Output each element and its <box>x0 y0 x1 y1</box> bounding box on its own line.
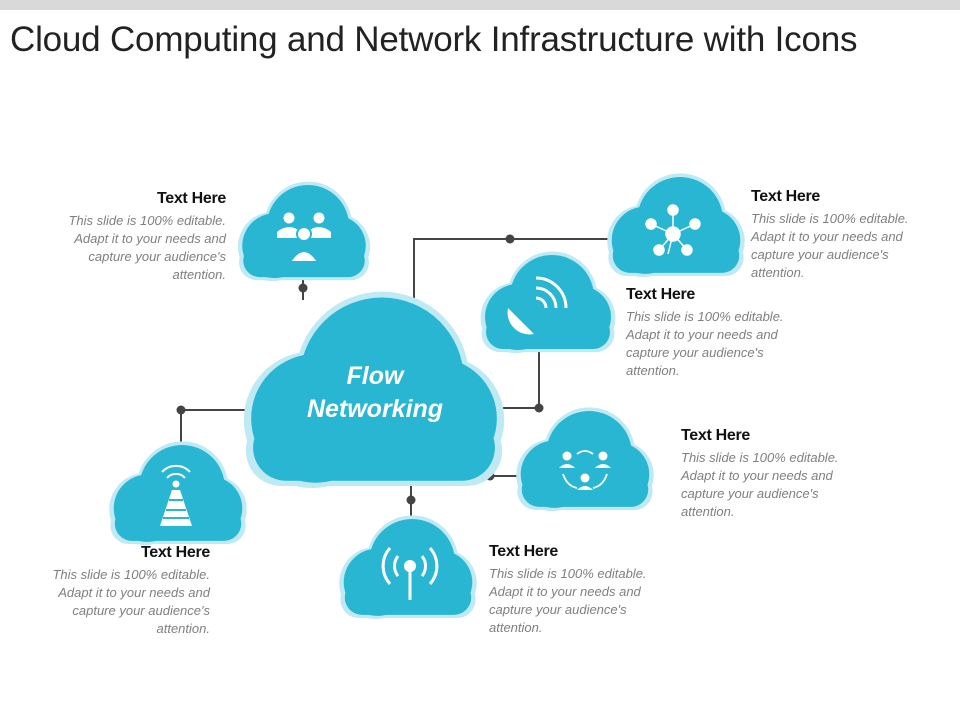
block-heading: Text Here <box>626 286 696 303</box>
text-block-lower-right: Text Here This slide is 100% editable. A… <box>681 427 851 521</box>
text-block-bottom-left: Text Here This slide is 100% editable. A… <box>30 544 210 638</box>
block-heading: Text Here <box>140 544 210 561</box>
block-body: This slide is 100% editable. Adapt it to… <box>489 566 647 635</box>
antenna-signal-icon <box>381 547 439 600</box>
text-block-mid-right: Text Here This slide is 100% editable. A… <box>626 286 796 380</box>
center-label-line2: Networking <box>306 395 444 423</box>
block-body: This slide is 100% editable. Adapt it to… <box>751 211 909 280</box>
radio-tower-icon <box>160 464 192 526</box>
people-cycle-icon <box>559 450 611 490</box>
block-heading: Text Here <box>681 427 751 444</box>
text-block-top-right: Text Here This slide is 100% editable. A… <box>751 188 921 282</box>
block-body: This slide is 100% editable. Adapt it to… <box>681 450 839 519</box>
block-body: This slide is 100% editable. Adapt it to… <box>626 309 784 378</box>
cloud-mid-right <box>480 251 616 354</box>
block-body: This slide is 100% editable. Adapt it to… <box>68 213 226 282</box>
page-title: Cloud Computing and Network Infrastructu… <box>10 20 858 59</box>
text-block-top-left: Text Here This slide is 100% editable. A… <box>46 190 226 284</box>
satellite-dish-icon <box>507 276 568 335</box>
network-nodes-icon <box>645 204 701 256</box>
text-block-bottom-center: Text Here This slide is 100% editable. A… <box>489 543 659 637</box>
cloud-top-right <box>607 173 745 278</box>
block-heading: Text Here <box>751 188 821 205</box>
center-label: Flow Networking <box>270 360 480 426</box>
cloud-lower-right <box>516 407 654 512</box>
top-bar <box>0 0 960 10</box>
block-body: This slide is 100% editable. Adapt it to… <box>52 567 210 636</box>
block-heading: Text Here <box>489 543 559 560</box>
block-heading: Text Here <box>156 190 226 207</box>
people-group-icon <box>277 212 331 263</box>
center-label-line1: Flow <box>346 362 404 390</box>
